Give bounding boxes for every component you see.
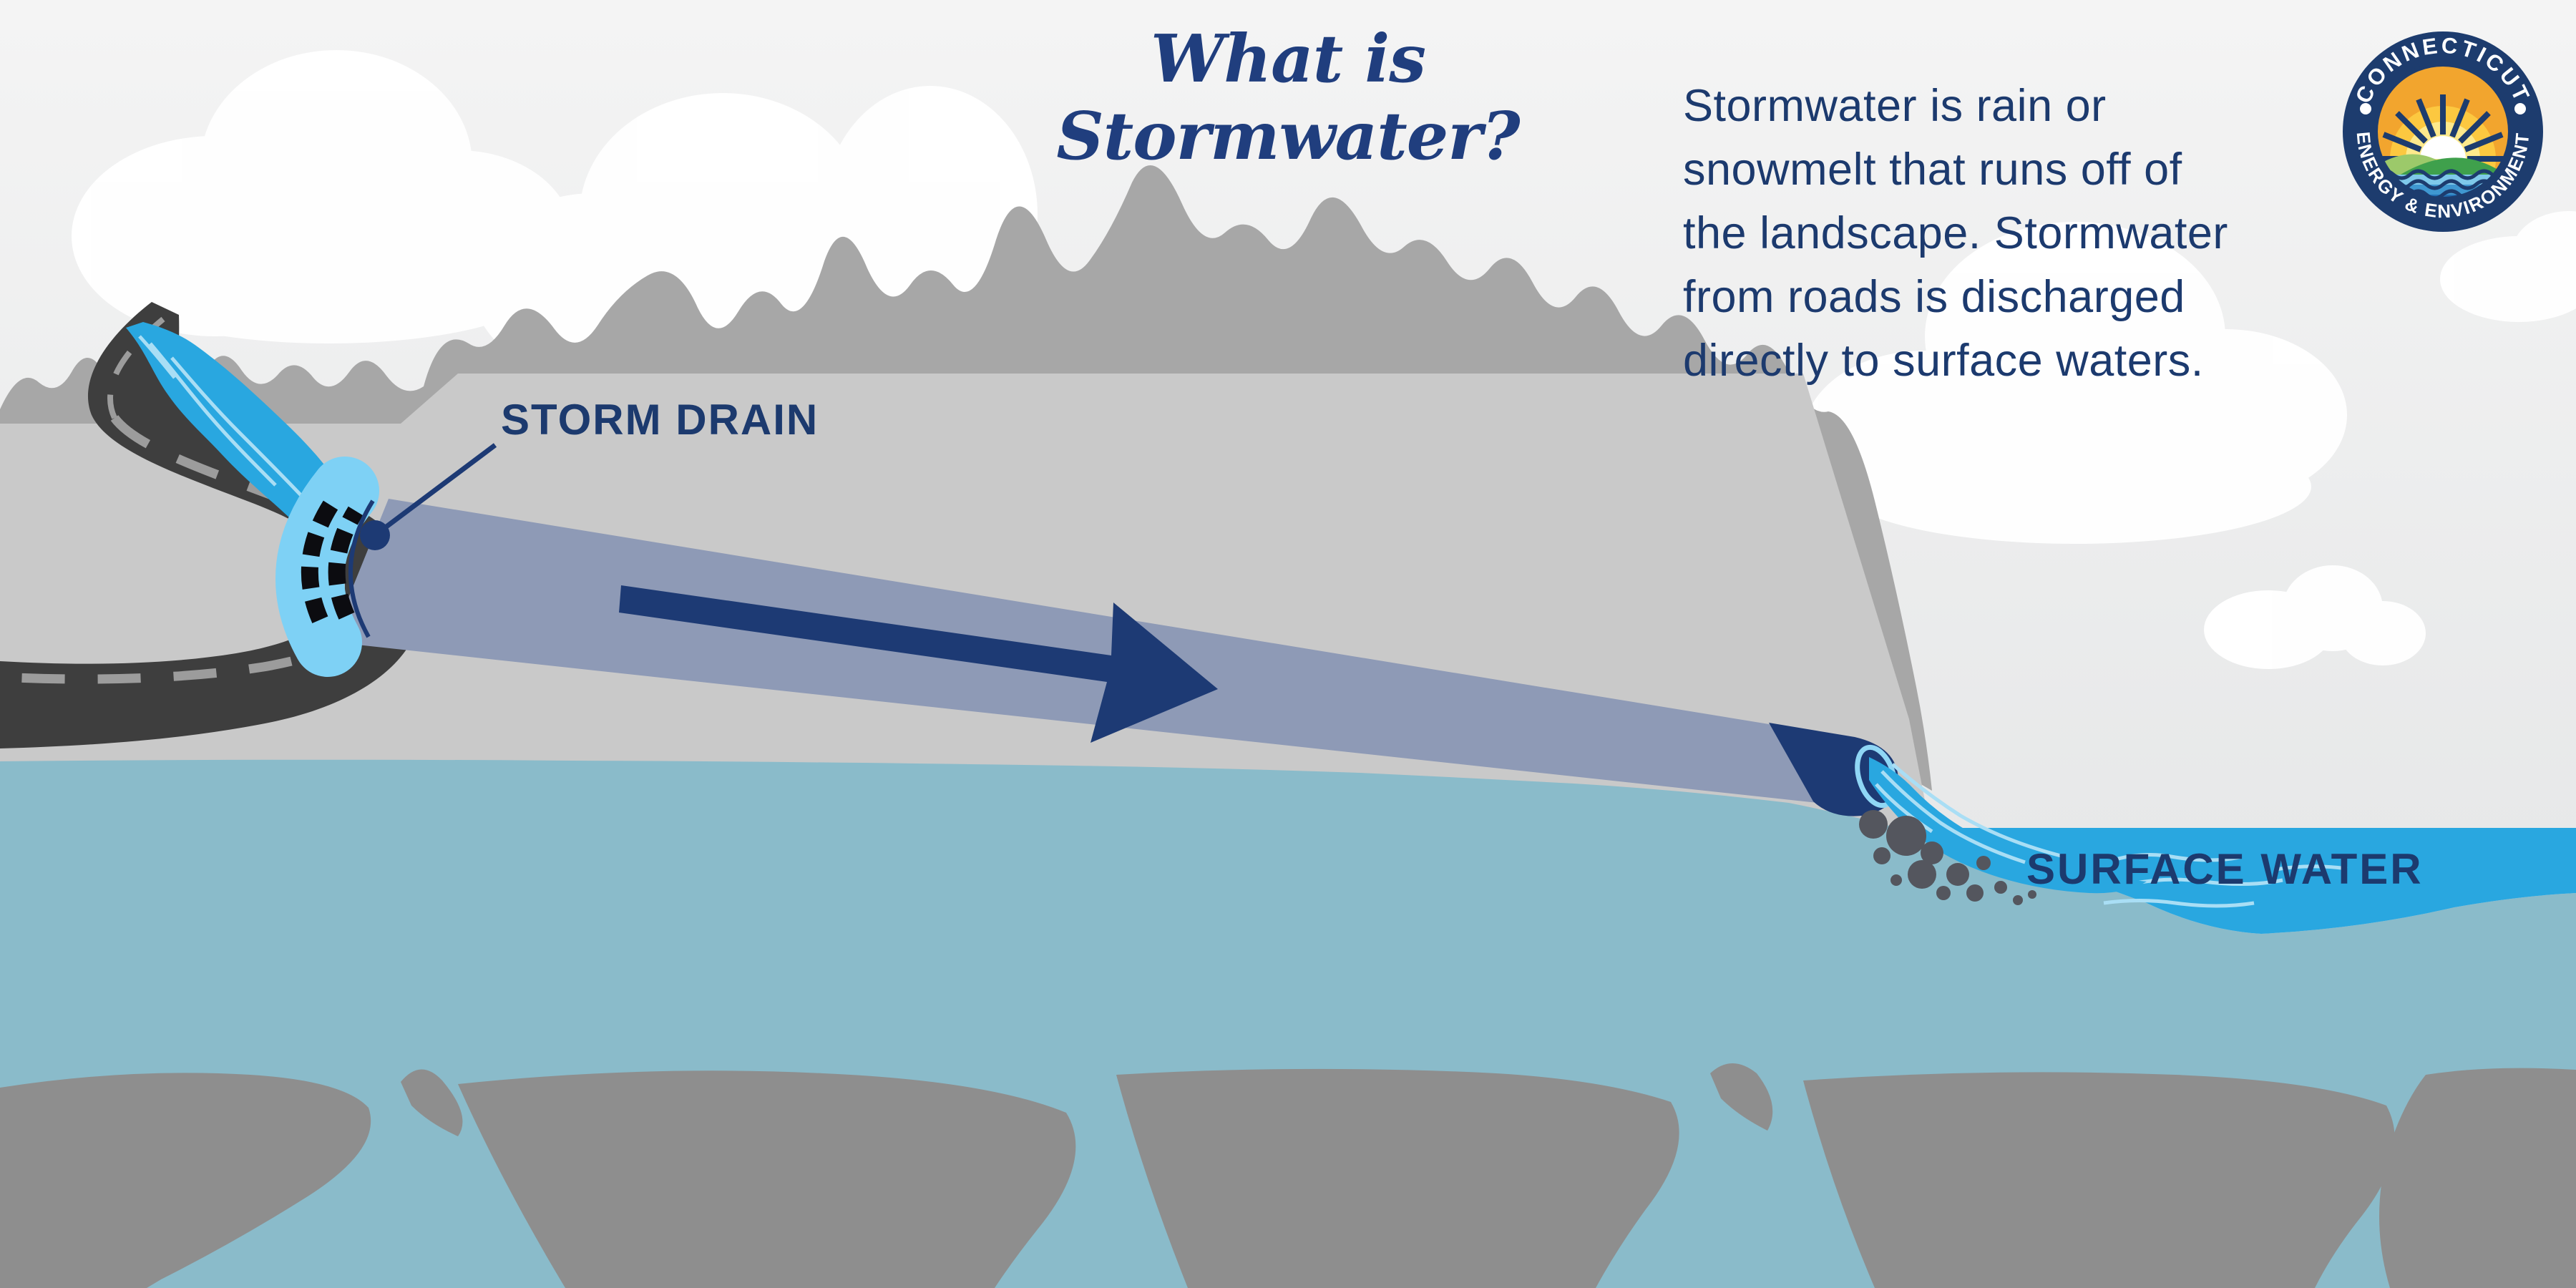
outfall-streak-lines xyxy=(1875,763,2062,864)
logo-separator-dot-right-icon xyxy=(2514,103,2526,114)
flow-arrow xyxy=(619,585,1218,743)
stream-streak-lines xyxy=(138,335,308,502)
storm-drain-leader-line xyxy=(373,443,497,537)
storm-drain-marker-dot xyxy=(360,520,390,550)
cloud-left xyxy=(72,50,572,343)
logo-sun-water-emblem-icon xyxy=(2376,64,2510,199)
cloud-right-edge xyxy=(2440,211,2576,322)
riverbed-boulders xyxy=(0,1063,2576,1288)
logo-separator-dot-left-icon xyxy=(2360,103,2371,114)
cloud-small xyxy=(2204,565,2426,669)
ripple-lines xyxy=(2103,852,2348,908)
cloud-right-cluster xyxy=(1803,222,2347,544)
connecticut-energy-environment-logo: CONNECTICUT ENERGY & ENVIRONMENT xyxy=(2343,31,2543,232)
outfall-rocks xyxy=(1859,810,2036,905)
storm-drain xyxy=(275,457,379,677)
runoff-stream xyxy=(126,322,339,551)
outfall xyxy=(1769,723,2147,905)
